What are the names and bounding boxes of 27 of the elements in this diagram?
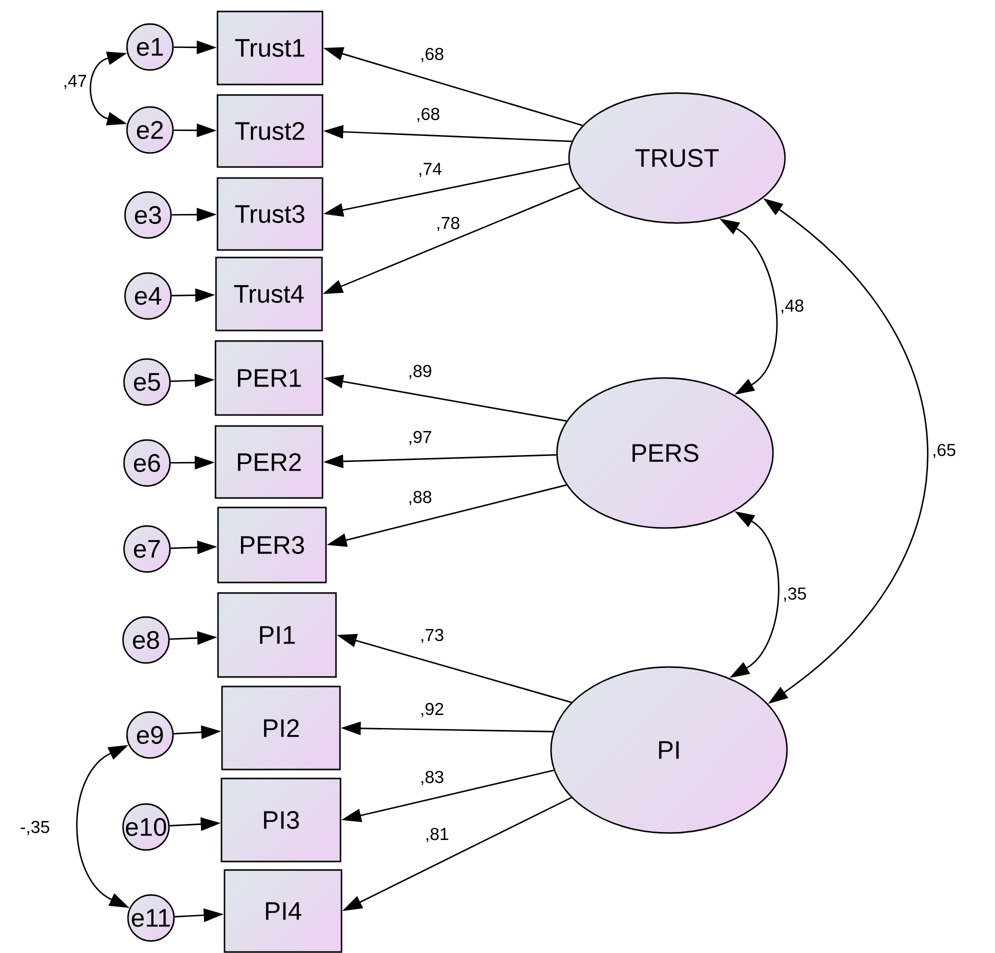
- indicator-box: Trust2: [216, 94, 324, 168]
- edge-label: ,78: [434, 216, 462, 232]
- edge-label: ,48: [778, 298, 806, 316]
- edge-label: ,81: [424, 826, 450, 844]
- indicator-box: PER3: [217, 506, 327, 584]
- edge-label: ,89: [406, 364, 434, 380]
- edge-label: ,68: [418, 46, 446, 64]
- edge-label: ,92: [418, 702, 446, 718]
- indicator-box: Trust4: [215, 256, 323, 332]
- indicator-box: PI1: [217, 592, 337, 678]
- edge-label: ,74: [416, 162, 444, 178]
- indicator-box: PI3: [220, 778, 342, 862]
- indicator-box: Trust1: [216, 10, 324, 86]
- edge-label: ,35: [781, 586, 808, 604]
- edge-label: ,47: [62, 74, 88, 90]
- edge-label: ,73: [418, 628, 446, 644]
- indicator-box: Trust3: [216, 177, 324, 251]
- edge-label: ,65: [930, 442, 958, 460]
- indicator-box: PI4: [224, 869, 342, 953]
- edge-label: -,35: [18, 820, 52, 836]
- indicator-box: PER2: [214, 425, 324, 499]
- indicator-box: PER1: [214, 340, 324, 416]
- edge-label: ,83: [418, 770, 446, 786]
- edge-label: ,97: [406, 430, 434, 446]
- indicator-box: PI2: [221, 686, 341, 770]
- edge-label: ,68: [414, 106, 442, 124]
- edge-label: ,88: [406, 490, 434, 506]
